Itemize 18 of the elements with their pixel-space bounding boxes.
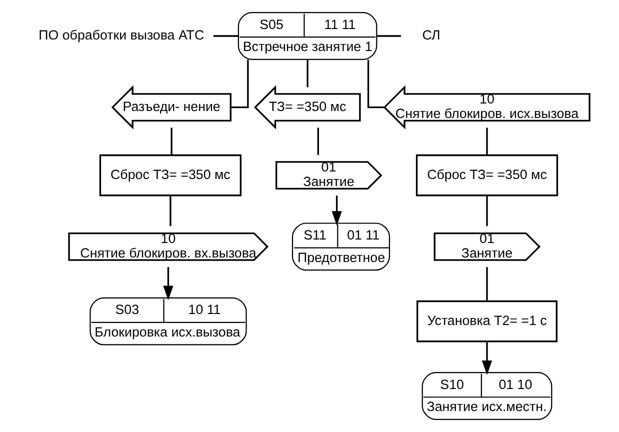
connector <box>317 128 319 155</box>
node-box: Сброс ТЗ= =350 мс <box>416 154 558 196</box>
connector <box>170 128 172 155</box>
connector <box>486 196 488 226</box>
node-box: Установка Т2= =1 с <box>416 300 558 342</box>
node-text: ПО обработки вызова АТС <box>38 27 204 42</box>
node-text: СЛ <box>422 27 440 42</box>
connector <box>377 35 401 37</box>
connector <box>170 196 172 226</box>
connector <box>486 267 488 301</box>
arrow <box>332 196 342 226</box>
arrow <box>163 267 174 300</box>
arrow <box>482 342 492 375</box>
connector <box>213 35 238 37</box>
connector <box>306 60 308 88</box>
connector <box>486 128 488 155</box>
node-box: Сброс ТЗ= =350 мс <box>99 154 242 196</box>
connector <box>230 60 249 108</box>
